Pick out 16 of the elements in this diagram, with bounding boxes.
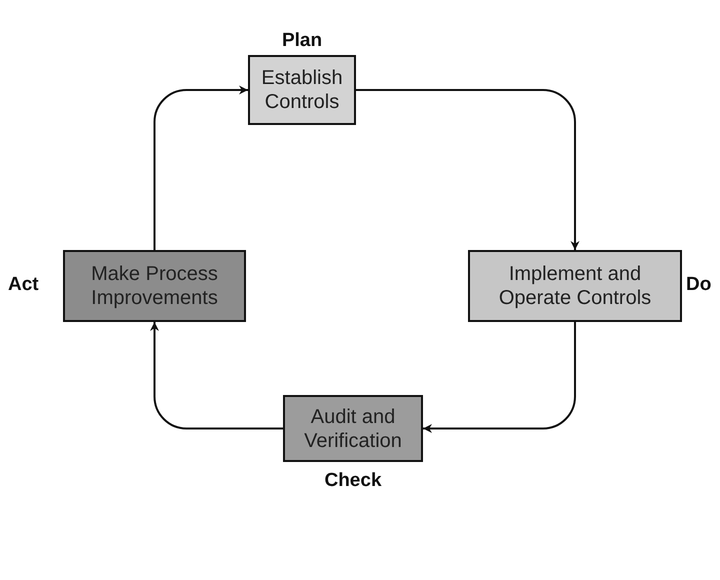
arrow bbox=[356, 89, 580, 250]
process-box bbox=[63, 250, 246, 322]
arrow bbox=[150, 322, 283, 430]
phase-label: Plan bbox=[282, 30, 322, 52]
process-box bbox=[468, 250, 682, 322]
arrow bbox=[423, 322, 576, 433]
step-label: Implement and Operate Controls bbox=[498, 262, 652, 310]
process-box bbox=[283, 395, 423, 462]
phase-label: Do bbox=[686, 274, 712, 296]
step-label: Audit and Verification bbox=[303, 404, 403, 452]
step-label: Establish Controls bbox=[260, 66, 344, 114]
arrow bbox=[154, 86, 248, 250]
step-label: Make Process Improvements bbox=[90, 262, 219, 310]
process-box bbox=[248, 55, 356, 125]
phase-label: Act bbox=[8, 274, 39, 296]
phase-label: Check bbox=[324, 470, 382, 492]
